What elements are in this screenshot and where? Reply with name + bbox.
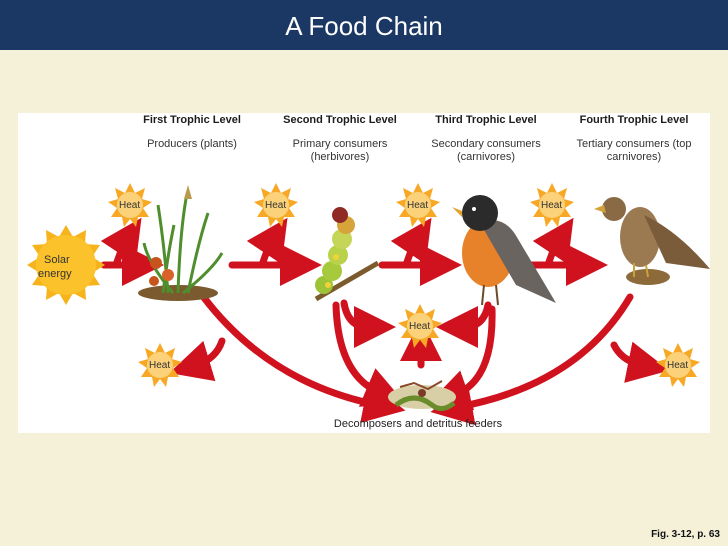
arrow-heat-4	[532, 217, 574, 269]
heat-label-center: Heat	[409, 321, 430, 332]
arrow-producers-to-decomposers	[198, 291, 406, 423]
heat-label-3: Heat	[407, 200, 428, 211]
arrow-heat-2	[246, 217, 288, 269]
decomposers-icon	[388, 380, 456, 411]
level-2: Second Trophic Level Primary consumers (…	[280, 114, 400, 164]
caterpillar-icon	[314, 207, 380, 302]
plants-icon	[138, 185, 224, 301]
level-1-subtitle: Producers (plants)	[147, 138, 237, 150]
level-4-title: Fourth Trophic Level	[579, 114, 689, 126]
arrow-heat-right	[610, 341, 670, 383]
food-chain-diagram: Solar energy Heat Heat Heat Heat Heat He…	[18, 113, 710, 433]
arrow-primary-to-decomposers	[332, 301, 406, 407]
heat-label-2: Heat	[265, 200, 286, 211]
food-chain-svg: Solar energy Heat Heat Heat Heat Heat He…	[27, 183, 710, 426]
decomposers-label: Decomposers and detritus feeders	[333, 418, 503, 430]
arrow-heat-3	[390, 217, 432, 269]
level-3-title: Third Trophic Level	[435, 114, 537, 126]
arrow-heat-left	[169, 337, 226, 382]
arrow-secondary-to-center	[436, 301, 492, 348]
level-1: First Trophic Level Producers (plants)	[132, 114, 252, 151]
arrow-heat-1	[100, 217, 142, 269]
level-4-subtitle: Tertiary consumers (top carnivores)	[576, 138, 692, 163]
title-bar	[0, 0, 728, 50]
heat-label-1: Heat	[119, 200, 140, 211]
level-1-title: First Trophic Level	[143, 114, 241, 126]
slide-title: A Food Chain	[285, 11, 443, 41]
arrow-primary-to-center	[340, 299, 396, 348]
level-3-subtitle: Secondary consumers (carnivores)	[431, 138, 541, 163]
level-3: Third Trophic Level Secondary consumers …	[426, 114, 546, 164]
level-2-subtitle: Primary consumers (herbivores)	[292, 138, 388, 163]
arrow-tertiary-to-decomposers	[430, 293, 634, 426]
sun-icon	[27, 225, 105, 305]
figure-caption: Fig. 3-12, p. 63	[651, 529, 720, 540]
heat-label-4: Heat	[541, 200, 562, 211]
heat-label-right: Heat	[667, 360, 688, 371]
robin-icon	[452, 195, 556, 306]
hawk-icon	[594, 197, 710, 285]
heat-label-left: Heat	[149, 360, 170, 371]
solar-label-line2: energy	[38, 268, 72, 280]
level-4: Fourth Trophic Level Tertiary consumers …	[574, 114, 694, 164]
solar-label-line1: Solar	[44, 254, 70, 266]
level-2-title: Second Trophic Level	[283, 114, 397, 126]
